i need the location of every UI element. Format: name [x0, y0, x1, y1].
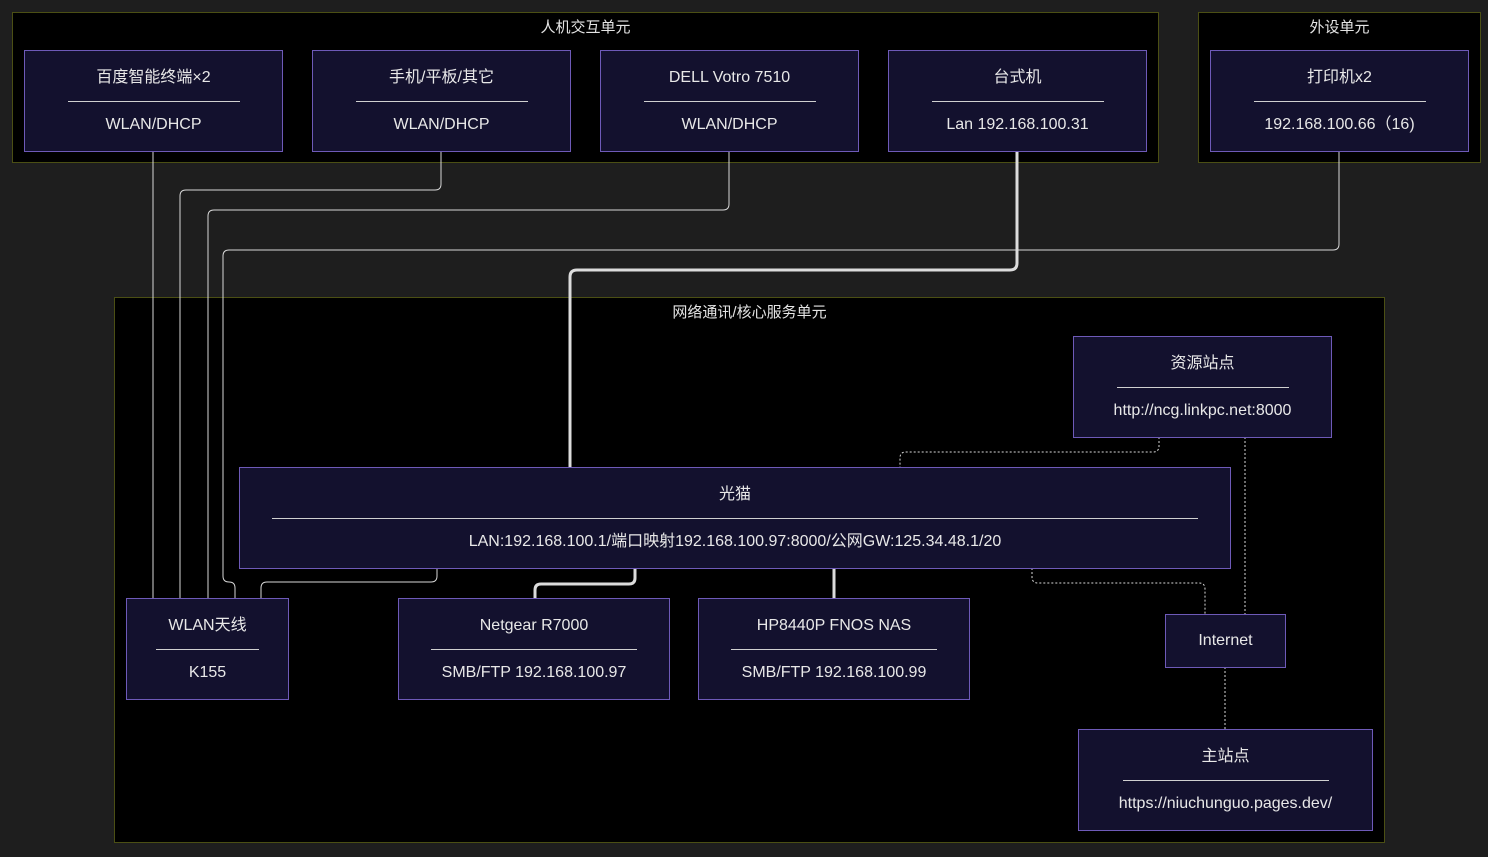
node-nas[interactable]: HP8440P FNOS NAS SMB/FTP 192.168.100.99: [698, 598, 970, 700]
node-main-site-detail: https://niuchunguo.pages.dev/: [1118, 794, 1333, 812]
node-main-site[interactable]: 主站点 https://niuchunguo.pages.dev/: [1078, 729, 1373, 831]
group-core-title: 网络通讯/核心服务单元: [672, 304, 827, 321]
node-nas-detail: SMB/FTP 192.168.100.99: [741, 663, 927, 681]
separator: [1253, 100, 1426, 102]
node-printer-detail: 192.168.100.66（16): [1264, 115, 1415, 133]
node-resource-site[interactable]: 资源站点 http://ncg.linkpc.net:8000: [1073, 336, 1332, 438]
node-baidu-terminal-title: 百度智能终端×2: [96, 68, 211, 86]
node-phone-tablet-detail: WLAN/DHCP: [393, 115, 490, 133]
separator: [431, 648, 637, 650]
separator: [272, 517, 1198, 519]
node-printer[interactable]: 打印机x2 192.168.100.66（16): [1210, 50, 1469, 152]
node-nas-title: HP8440P FNOS NAS: [756, 616, 912, 634]
separator: [1116, 386, 1289, 388]
node-phone-tablet[interactable]: 手机/平板/其它 WLAN/DHCP: [312, 50, 571, 152]
node-baidu-terminal[interactable]: 百度智能终端×2 WLAN/DHCP: [24, 50, 283, 152]
group-hmi-title: 人机交互单元: [540, 19, 631, 36]
node-dell-laptop-title: DELL Votro 7510: [668, 68, 791, 86]
node-desktop-detail: Lan 192.168.100.31: [946, 115, 1089, 133]
node-wlan-antenna-title: WLAN天线: [168, 616, 247, 634]
node-netgear-router[interactable]: Netgear R7000 SMB/FTP 192.168.100.97: [398, 598, 670, 700]
separator: [931, 100, 1104, 102]
separator: [643, 100, 816, 102]
node-dell-laptop-detail: WLAN/DHCP: [681, 115, 778, 133]
node-resource-site-detail: http://ncg.linkpc.net:8000: [1113, 401, 1292, 419]
node-main-site-title: 主站点: [1201, 747, 1250, 765]
node-desktop-title: 台式机: [993, 68, 1042, 86]
node-optical-modem-detail: LAN:192.168.100.1/端口映射192.168.100.97:800…: [468, 532, 1002, 550]
node-netgear-router-detail: SMB/FTP 192.168.100.97: [441, 663, 627, 681]
separator: [355, 100, 528, 102]
node-baidu-terminal-detail: WLAN/DHCP: [105, 115, 202, 133]
group-peripheral-title: 外设单元: [1309, 19, 1370, 36]
node-internet[interactable]: Internet: [1165, 614, 1286, 668]
node-optical-modem[interactable]: 光猫 LAN:192.168.100.1/端口映射192.168.100.97:…: [239, 467, 1231, 569]
separator: [156, 648, 259, 650]
separator: [1122, 779, 1329, 781]
node-dell-laptop[interactable]: DELL Votro 7510 WLAN/DHCP: [600, 50, 859, 152]
node-netgear-router-title: Netgear R7000: [479, 616, 589, 634]
node-wlan-antenna-detail: K155: [188, 663, 227, 681]
separator: [67, 100, 240, 102]
separator: [731, 648, 937, 650]
node-wlan-antenna[interactable]: WLAN天线 K155: [126, 598, 289, 700]
node-internet-title: Internet: [1198, 632, 1253, 649]
node-printer-title: 打印机x2: [1307, 68, 1372, 86]
node-optical-modem-title: 光猫: [718, 485, 751, 503]
node-phone-tablet-title: 手机/平板/其它: [389, 68, 494, 86]
node-resource-site-title: 资源站点: [1170, 354, 1235, 372]
node-desktop[interactable]: 台式机 Lan 192.168.100.31: [888, 50, 1147, 152]
